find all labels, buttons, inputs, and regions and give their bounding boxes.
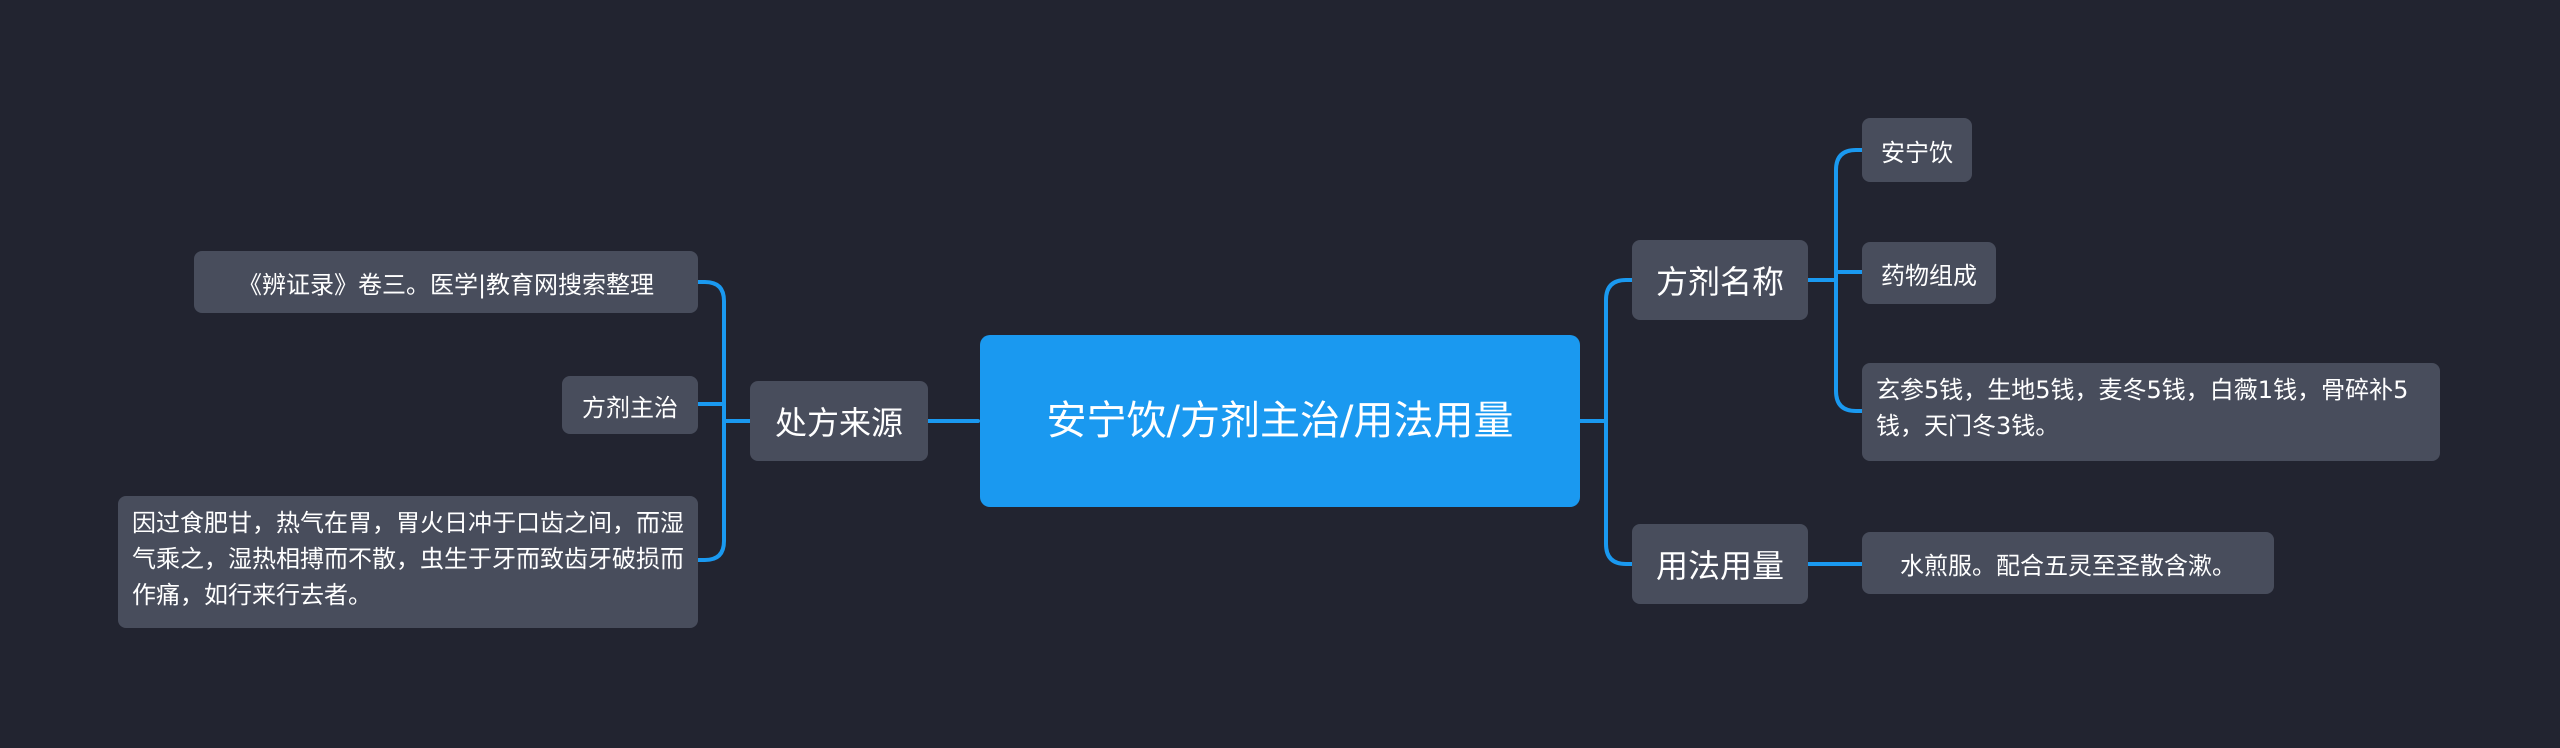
leaf-ingredients-paragraph: 玄参5钱，生地5钱，麦冬5钱，白薇1钱，骨碎补5钱，天门冬3钱。 xyxy=(1876,376,2409,440)
leaf-ingredients-text[interactable]: 玄参5钱，生地5钱，麦冬5钱，白薇1钱，骨碎补5钱，天门冬3钱。 xyxy=(1862,363,2440,461)
leaf-indication-paragraph: 因过食肥甘，热气在胃，胃火日冲于口齿之间，而湿气乘之，湿热相搏而不散，虫生于牙而… xyxy=(132,509,684,609)
leaf-ingredients-label-text: 药物组成 xyxy=(1881,261,1977,290)
leaf-usage-text-content: 水煎服。配合五灵至圣散含漱。 xyxy=(1900,551,2236,580)
branch-source[interactable]: 处方来源 xyxy=(750,381,928,461)
leaf-indication-label-text: 方剂主治 xyxy=(582,393,678,422)
leaf-usage-text[interactable]: 水煎服。配合五灵至圣散含漱。 xyxy=(1862,532,2274,594)
branch-formula-name[interactable]: 方剂名称 xyxy=(1632,240,1808,320)
connector-root-to-right xyxy=(1578,278,1634,566)
connector-source-to-leaves xyxy=(696,280,752,562)
leaf-formula-name-text: 安宁饮 xyxy=(1881,138,1953,167)
leaf-formula-name[interactable]: 安宁饮 xyxy=(1862,118,1972,182)
connector-name-to-leaves xyxy=(1806,148,1864,413)
root-node[interactable]: 安宁饮/方剂主治/用法用量 xyxy=(980,335,1580,507)
leaf-indication-text[interactable]: 因过食肥甘，热气在胃，胃火日冲于口齿之间，而湿气乘之，湿热相搏而不散，虫生于牙而… xyxy=(118,496,698,628)
root-title: 安宁饮/方剂主治/用法用量 xyxy=(1046,398,1514,444)
leaf-ingredients-label[interactable]: 药物组成 xyxy=(1862,242,1996,304)
leaf-indication-label[interactable]: 方剂主治 xyxy=(562,376,698,434)
branch-formula-name-label: 方剂名称 xyxy=(1655,263,1784,301)
branch-source-label: 处方来源 xyxy=(774,404,903,442)
leaf-source-book-text: 《辨证录》卷三。医学|教育网搜索整理 xyxy=(237,270,655,299)
branch-usage-dosage-label: 用法用量 xyxy=(1655,547,1784,585)
branch-usage-dosage[interactable]: 用法用量 xyxy=(1632,524,1808,604)
leaf-source-book[interactable]: 《辨证录》卷三。医学|教育网搜索整理 xyxy=(194,251,698,313)
